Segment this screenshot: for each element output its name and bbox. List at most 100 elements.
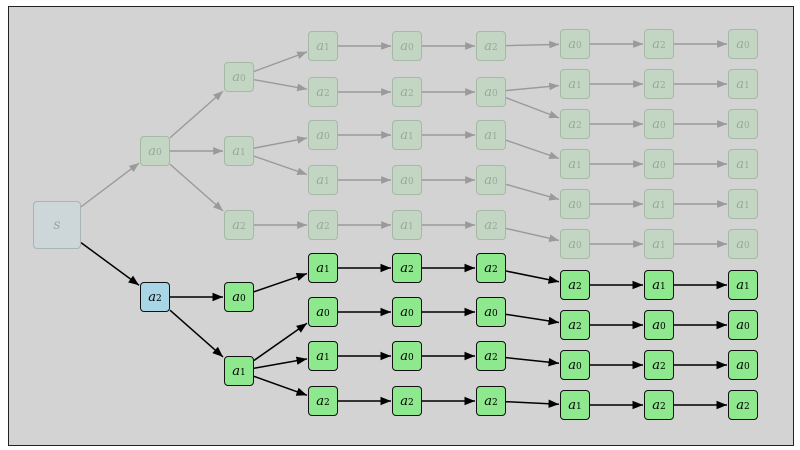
root-label: s — [53, 217, 61, 233]
edge-c0-d1 — [169, 90, 224, 139]
node-letter: a — [484, 127, 493, 143]
node-subscript: 0 — [576, 41, 582, 51]
node-subscript: 2 — [492, 43, 498, 53]
node-subscript: 0 — [324, 309, 330, 319]
node-letter: a — [568, 76, 577, 92]
edge-g7-h8 — [505, 313, 560, 326]
node-letter: a — [484, 393, 493, 409]
node-letter: a — [148, 289, 157, 305]
node-letter: a — [316, 304, 325, 320]
node-subscript: 0 — [660, 322, 666, 332]
node-subscript: 2 — [408, 265, 414, 275]
node-subscript: 2 — [156, 294, 162, 304]
edge-g8-h9 — [505, 356, 560, 367]
node-subscript: 2 — [492, 353, 498, 363]
node-letter: a — [568, 196, 577, 212]
node-letter: a — [148, 143, 157, 159]
node-letter: a — [316, 172, 325, 188]
node-subscript: 0 — [660, 161, 666, 171]
edge-g3-h4 — [505, 139, 560, 160]
node-subscript: 1 — [744, 81, 750, 91]
node-subscript: 1 — [408, 222, 414, 232]
node-subscript: 2 — [576, 121, 582, 131]
edge-g5-h6 — [505, 227, 560, 243]
node-subscript: 1 — [660, 201, 666, 211]
node-letter: a — [736, 277, 745, 293]
node-letter: a — [568, 317, 577, 333]
edge-g2-h2 — [505, 82, 560, 92]
node-letter: a — [232, 289, 241, 305]
node-letter: a — [652, 76, 661, 92]
node-subscript: 2 — [660, 402, 666, 412]
node-subscript: 1 — [240, 368, 246, 378]
node-subscript: 1 — [576, 161, 582, 171]
node-letter: a — [736, 76, 745, 92]
node-letter: a — [568, 36, 577, 52]
node-letter: a — [568, 357, 577, 373]
node-subscript: 0 — [240, 294, 246, 304]
node-letter: a — [316, 393, 325, 409]
node-letter: a — [400, 217, 409, 233]
node-subscript: 1 — [324, 43, 330, 53]
tree-node-root: s — [33, 201, 81, 249]
edge-c2-d5 — [169, 309, 224, 358]
node-letter: a — [652, 36, 661, 52]
node-letter: a — [652, 236, 661, 252]
node-subscript: 2 — [324, 89, 330, 99]
node-letter: a — [484, 172, 493, 188]
node-letter: a — [400, 348, 409, 364]
node-subscript: 2 — [660, 362, 666, 372]
edge-d5-e9 — [253, 375, 308, 396]
node-letter: a — [316, 217, 325, 233]
node-subscript: 0 — [744, 241, 750, 251]
node-letter: a — [484, 348, 493, 364]
node-letter: a — [316, 84, 325, 100]
node-letter: a — [652, 317, 661, 333]
node-subscript: 0 — [744, 41, 750, 51]
node-subscript: 2 — [324, 398, 330, 408]
edge-d4-e6 — [253, 272, 308, 293]
node-subscript: 0 — [744, 322, 750, 332]
node-subscript: 2 — [240, 222, 246, 232]
node-subscript: 1 — [744, 161, 750, 171]
node-letter: a — [736, 397, 745, 413]
node-letter: a — [400, 38, 409, 54]
node-subscript: 1 — [408, 132, 414, 142]
node-subscript: 2 — [576, 322, 582, 332]
node-subscript: 0 — [492, 89, 498, 99]
node-letter: a — [232, 143, 241, 159]
edge-d1-e2 — [253, 78, 308, 92]
edge-g4-h5 — [505, 183, 560, 201]
node-letter: a — [652, 277, 661, 293]
node-subscript: 0 — [660, 121, 666, 131]
node-subscript: 1 — [492, 132, 498, 142]
